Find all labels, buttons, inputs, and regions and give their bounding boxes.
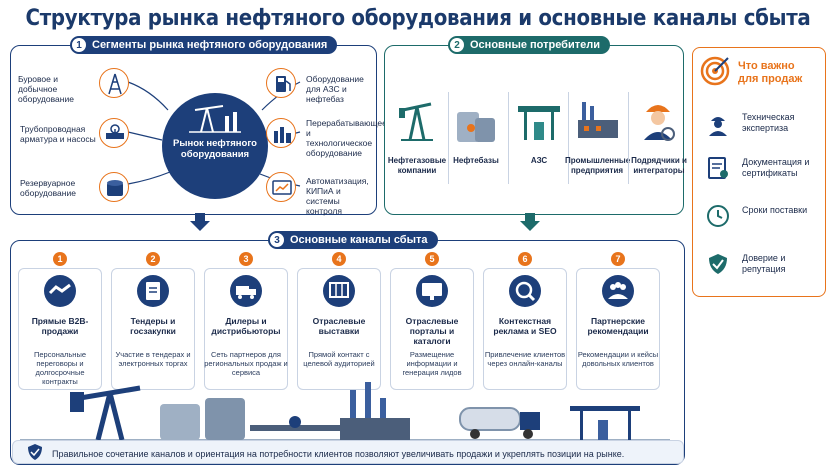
truck-icon	[230, 275, 262, 307]
channel-desc-1: Персональные переговоры и долгосрочные к…	[33, 350, 87, 386]
oil-pump-icon	[189, 105, 241, 133]
tank-icon	[99, 172, 129, 202]
arrow-down-left-icon	[190, 213, 210, 231]
target-icon	[700, 56, 730, 86]
clock-icon	[707, 205, 729, 227]
important-trust: Доверие и репутация	[742, 253, 786, 274]
arrow-down-right-icon	[520, 213, 540, 231]
channel-desc-7: Рекомендации и кейсы довольных клиентов	[577, 350, 659, 368]
fuel-pump-icon	[266, 68, 296, 98]
channel-number-4: 4	[332, 252, 346, 266]
channel-number-1: 1	[53, 252, 67, 266]
exhibition-icon	[323, 275, 355, 307]
channel-title-2: Тендеры и госзакупки	[130, 316, 176, 336]
channel-title-5: Отраслевые порталы и каталоги	[405, 316, 459, 346]
channel-title-7: Партнерские рекомендации	[587, 316, 649, 336]
people-icon	[602, 275, 634, 307]
segment-pipeline: Трубопроводная арматура и насосы	[20, 124, 96, 144]
page-title: Структура рынка нефтяного оборудования и…	[25, 6, 811, 31]
segment-automation: Автоматизация, КИПиА и системы контроля	[306, 176, 369, 216]
monitor-icon	[416, 275, 448, 307]
refinery-icon	[266, 118, 296, 148]
shield-check-icon	[709, 254, 727, 274]
channel-desc-4: Прямой контакт с целевой аудиторией	[303, 350, 375, 368]
channel-desc-6: Привлечение клиентов через онлайн-каналы	[484, 350, 566, 368]
important-panel	[692, 47, 826, 297]
channels-heading-label: Основные каналы сбыта	[290, 234, 428, 246]
channel-number-7: 7	[611, 252, 625, 266]
gas-station-icon	[518, 106, 560, 140]
segment-drilling: Буровое и добычное оборудование	[18, 74, 74, 104]
consumer-oil-depots: Нефтебазы	[453, 156, 499, 165]
channels-heading: 3 Основные каналы сбыта	[268, 231, 438, 249]
channel-title-4: Отраслевые выставки	[312, 316, 366, 336]
valve-icon	[99, 118, 129, 148]
important-expertise: Техническая экспертиза	[742, 112, 795, 133]
important-documents: Документация и сертификаты	[742, 157, 810, 178]
market-center-label: Рынок нефтяного оборудования	[173, 138, 257, 160]
channel-title-1: Прямые B2B-продажи	[31, 316, 89, 336]
channel-title-3: Дилеры и дистрибьюторы	[211, 316, 281, 336]
channel-number-2: 2	[146, 252, 160, 266]
segments-heading: 1 Сегменты рынка нефтяного оборудования	[70, 36, 338, 54]
channel-desc-2: Участие в тендерах и электронных торгах	[115, 350, 191, 368]
consumer-oil-companies: Нефтегазовые компании	[387, 156, 447, 175]
channel-desc-5: Размещение информации и генерация лидов	[402, 350, 462, 377]
consumer-divider-1	[448, 92, 449, 184]
footer-bar	[12, 440, 684, 464]
channels-number: 3	[270, 233, 284, 247]
footer-shield-icon	[28, 444, 42, 460]
footer-text: Правильное сочетание каналов и ориентаци…	[52, 449, 625, 459]
consumers-heading: 2 Основные потребители	[448, 36, 610, 54]
channel-number-6: 6	[518, 252, 532, 266]
clipboard-icon	[137, 275, 169, 307]
consumer-industrial: Промышленные предприятия	[565, 156, 631, 175]
engineer-icon	[709, 117, 727, 136]
segments-heading-label: Сегменты рынка нефтяного оборудования	[92, 39, 328, 51]
channel-number-3: 3	[239, 252, 253, 266]
market-center-circle	[162, 93, 268, 199]
segment-fuel-stations: Оборудование для АЗС и нефтебаз	[306, 74, 364, 104]
industrial-illustration	[20, 382, 670, 441]
consumer-divider-3	[568, 92, 569, 184]
consumer-divider-4	[628, 92, 629, 184]
factory-icon	[578, 102, 618, 138]
consumer-contractors: Подрядчики и интеграторы	[631, 156, 687, 175]
handshake-icon	[44, 275, 76, 307]
gauge-icon	[266, 172, 296, 202]
drilling-rig-icon	[99, 68, 129, 98]
important-delivery: Сроки поставки	[742, 205, 808, 215]
consumer-gas-stations: АЗС	[530, 156, 548, 165]
storage-tank-icon	[457, 112, 495, 142]
search-chart-icon	[509, 275, 541, 307]
channel-number-5: 5	[425, 252, 439, 266]
pumpjack-icon	[399, 102, 433, 141]
segment-tanks: Резервуарное оборудование	[20, 178, 76, 198]
important-heading: Что важно для продаж	[738, 60, 803, 85]
channel-desc-3: Сеть партнеров для региональных продаж и…	[204, 350, 288, 377]
segment-processing: Перерабатывающее и технологическое обору…	[306, 118, 387, 158]
consumers-heading-label: Основные потребители	[470, 39, 600, 51]
certificate-icon	[708, 157, 728, 179]
contractor-icon	[644, 105, 675, 141]
consumer-divider-2	[508, 92, 509, 184]
channel-title-6: Контекстная реклама и SEO	[493, 316, 557, 336]
consumers-number: 2	[450, 38, 464, 52]
segments-number: 1	[72, 38, 86, 52]
